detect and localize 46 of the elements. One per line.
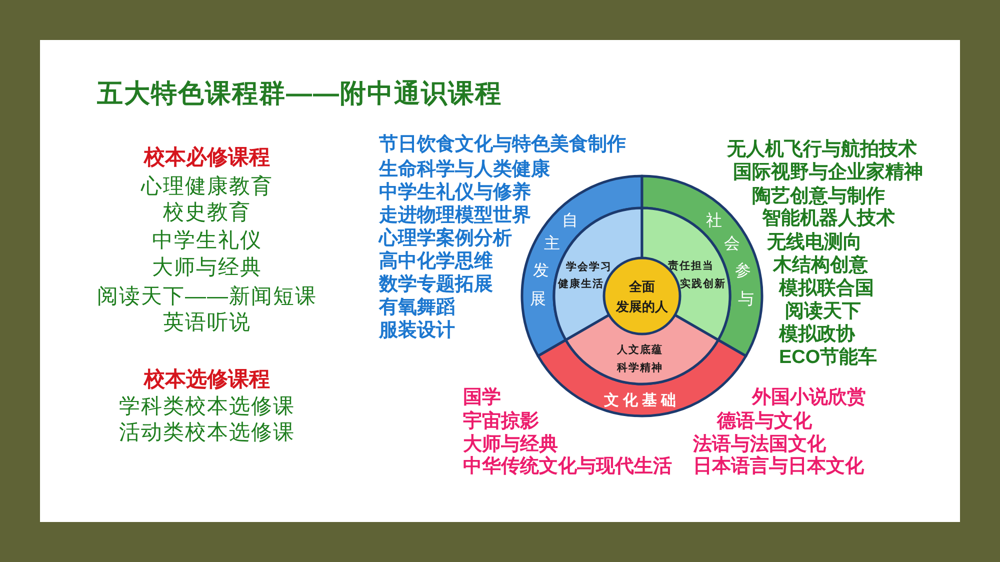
list-item: 生命科学与人类健康 [379,159,550,181]
list-item: 木结构创意 [773,255,868,277]
list-item: 陶艺创意与制作 [752,186,885,208]
list-item: 无线电测向 [767,232,862,254]
list-heading: 校本选修课程 [144,368,270,392]
list-item: 模拟政协 [779,324,855,346]
list-item: 阅读天下——新闻短课 [97,285,317,309]
list-item: 节日饮食文化与特色美食制作 [379,134,626,156]
list-item: 校史教育 [163,201,251,225]
list-item: 学科类校本选修课 [119,395,295,419]
sector-label: 科学精神 [617,360,663,376]
list-item: 服装设计 [379,320,455,342]
list-item: 英语听说 [163,311,251,335]
list-item: 日本语言与日本文化 [693,456,864,478]
list-item: 活动类校本选修课 [119,421,295,445]
list-item: 德语与文化 [717,411,812,433]
list-item: 模拟联合国 [779,278,874,300]
list-item: 心理健康教育 [141,175,273,199]
sector-label: 学会学习 [566,260,612,274]
list-item: 智能机器人技术 [762,208,895,230]
sector-label: 责任担当 [668,258,714,274]
list-item: 阅读天下 [785,301,861,323]
list-item: 高中化学思维 [379,251,493,273]
list-item: 法语与法国文化 [693,434,826,456]
list-item: 走进物理模型世界 [379,205,531,227]
center-label: 全面发展的人 [615,278,669,316]
list-item: 国学 [463,387,501,409]
list-heading: 校本必修课程 [144,146,270,170]
list-item: 中华传统文化与现代生活 [463,456,672,478]
list-item: 无人机飞行与航拍技术 [727,139,917,161]
title: 五大特色课程群——附中通识课程 [97,77,502,109]
list-item: 中学生礼仪 [152,229,262,253]
list-item: 大师与经典 [152,256,262,280]
list-item: 国际视野与企业家精神 [733,162,923,184]
band-label: 文化基础 [604,390,680,410]
sector-label: 实践创新 [680,276,726,292]
list-item: 宇宙掠影 [463,411,539,433]
list-item: ECO节能车 [779,347,878,369]
list-item: 外国小说欣赏 [752,387,866,409]
list-item: 数学专题拓展 [379,274,493,296]
list-item: 中学生礼仪与修养 [379,182,531,204]
sector-label: 健康生活 [558,276,604,292]
list-item: 大师与经典 [463,434,558,456]
list-item: 心理学案例分析 [379,228,512,250]
sector-label: 人文底蕴 [617,342,663,358]
list-item: 有氧舞蹈 [379,297,455,319]
